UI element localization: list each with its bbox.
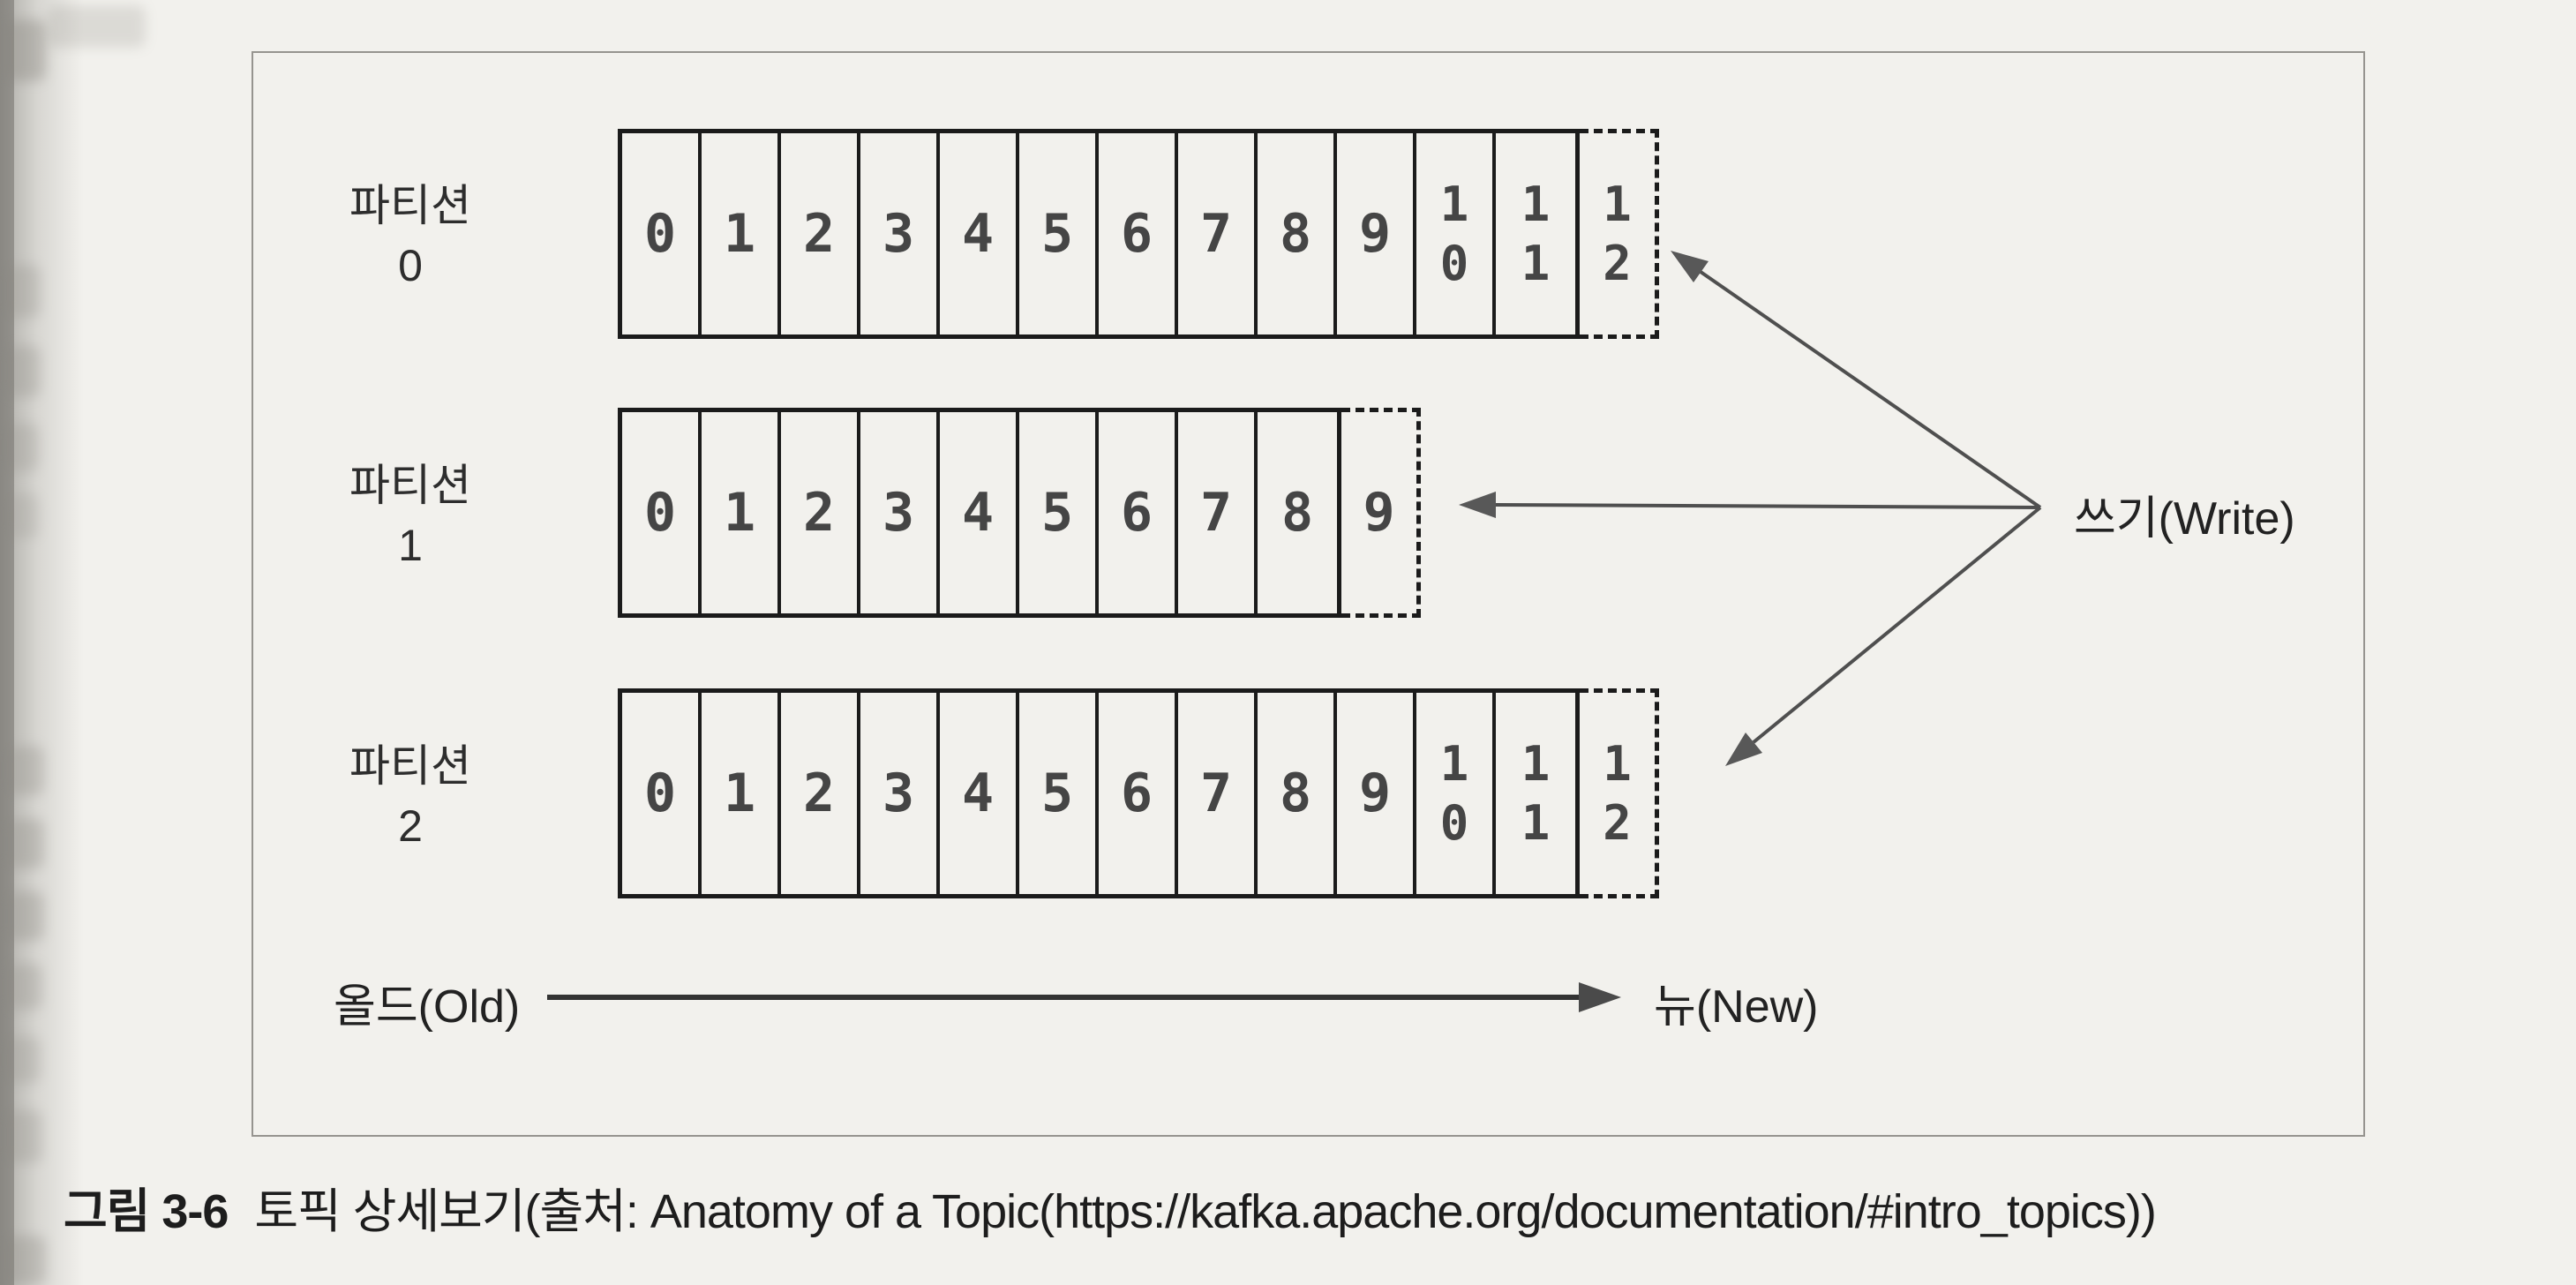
page-gutter-shadow [0,0,84,1285]
offset-digit: 1 [1439,176,1469,232]
offset-digit: 2 [1603,236,1632,291]
offset-cell: 8 [1280,482,1314,544]
offset-digit: 2 [1603,795,1632,851]
offset-cell: 0 [622,693,702,894]
offset-cell: 9 [1337,133,1416,334]
partition-label-number: 1 [398,520,423,570]
offset-cell: 6 [1099,412,1178,613]
figure-border [252,51,2365,1137]
page-edge-shadow [0,0,14,1285]
scan-artifact [7,1037,41,1083]
scan-artifact [9,494,39,538]
offset-digit: 1 [1521,735,1551,792]
offset-cell: 2 [781,133,860,334]
partition-label-2: 파티션 2 [278,737,543,856]
offset-cell: 7 [1178,133,1258,334]
offset-cell: 6 [1099,133,1178,334]
offset-cell: 5 [1019,693,1099,894]
scan-artifact [7,424,39,471]
scan-artifact [9,819,44,868]
offset-cell: 1 [702,133,781,334]
scan-artifact [7,19,46,81]
offset-digit: 0 [1439,236,1469,291]
offset-digit: 1 [1521,236,1551,291]
old-label: 올드(Old) [334,981,521,1033]
offset-cell: 5 [1019,412,1099,613]
offset-cell: 1 [702,693,781,894]
offset-cell: 4 [940,693,1019,894]
offset-cell: 0 [622,133,702,334]
scan-artifact [7,346,41,397]
offset-cell: 8 [1258,693,1337,894]
write-label: 쓰기(Write) [2074,493,2295,545]
offset-digit: 1 [1521,176,1551,232]
offset-cell: 9 [1337,693,1416,894]
offset-cell: 7 [1178,412,1258,613]
offset-digit: 1 [1603,735,1632,792]
partition-label-word: 파티션 [349,461,471,510]
offset-digit: 1 [1603,176,1632,232]
offset-cell: 4 [940,133,1019,334]
partition-label-word: 파티션 [349,181,471,230]
offset-digit: 1 [1439,735,1469,792]
offset-cell: 1 [702,412,781,613]
scan-artifact [9,964,42,1010]
offset-cell: 4 [940,412,1019,613]
partition-label-number: 2 [398,800,423,851]
scan-artifact [9,746,44,795]
partition-label-0: 파티션 0 [278,177,543,296]
offset-cell: 3 [860,693,940,894]
offset-cell: 6 [1099,693,1178,894]
figure-caption: 그림 3-6 토픽 상세보기(출처: Anatomy of a Topic(htt… [64,1172,2157,1242]
scan-artifact [49,5,146,48]
scan-artifact [7,1110,42,1163]
offset-cell: 8 [1258,133,1337,334]
offset-cell: 0 [622,412,702,613]
offset-cell: 3 [860,133,940,334]
offset-digit: 0 [1439,795,1469,851]
partition-label-word: 파티션 [349,741,471,791]
offset-cell: 2 [781,412,860,613]
scan-artifact [5,1236,46,1285]
scan-artifact [7,265,41,318]
offset-digit: 1 [1521,795,1551,851]
new-label: 뉴(New) [1654,981,1819,1033]
offset-cell: 2 [781,693,860,894]
partition-label-1: 파티션 1 [278,456,543,575]
partition-label-number: 0 [398,240,423,290]
offset-cell: 5 [1019,133,1099,334]
offset-cell: 3 [860,412,940,613]
scan-artifact [9,891,44,941]
figure-caption-number: 그림 3-6 [64,1185,229,1238]
figure-caption-text: 토픽 상세보기(출처: Anatomy of a Topic(https://k… [254,1185,2156,1238]
offset-cell: 7 [1178,693,1258,894]
next-offset-cell: 9 [1341,408,1421,618]
